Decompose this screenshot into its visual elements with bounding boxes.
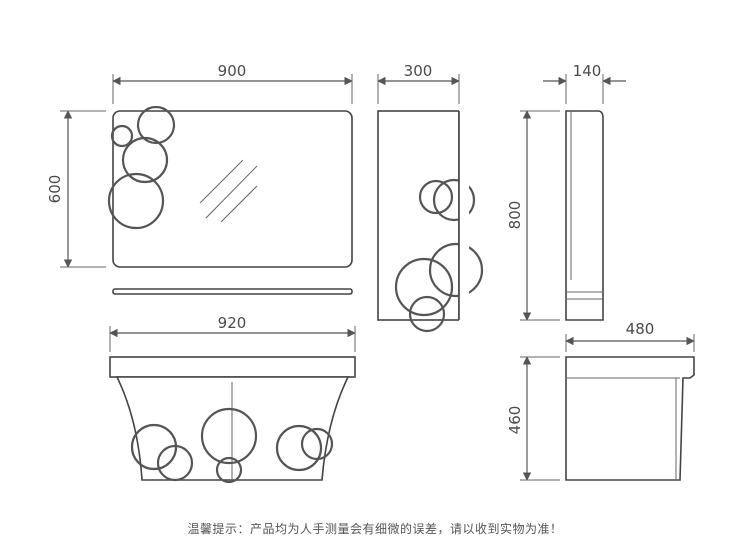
mirror-circle-decoration	[107, 172, 165, 230]
base-circle-decoration	[156, 444, 194, 482]
base-countertop	[109, 356, 356, 378]
mirror-circle-decoration	[110, 124, 134, 148]
cabinet-side-body	[565, 110, 604, 321]
cabinet-circle-decoration	[418, 179, 454, 215]
cabinet-circle-decoration	[432, 178, 476, 222]
mirror-front-view: 900 600	[46, 62, 353, 295]
cabinet-circle-decoration	[394, 257, 454, 317]
mirror-reflection-mark	[220, 185, 258, 223]
mirror-circle-decoration	[121, 136, 169, 184]
mirror-reflection-mark	[205, 165, 258, 219]
mirror-shelf	[112, 288, 353, 295]
mirror-circle-decoration	[136, 105, 176, 145]
base-circle-decoration	[200, 407, 258, 465]
cabinet-circle-decoration	[408, 295, 446, 333]
cabinet-clip-mask	[459, 100, 469, 330]
base-cabinet-side-view: 480 460	[506, 320, 695, 481]
cabinet-width-label: 300	[404, 62, 433, 80]
base-circle-decoration	[215, 456, 243, 484]
tall-cabinet-body	[377, 110, 460, 321]
base-height-label: 460	[506, 406, 524, 435]
mirror-height-label: 600	[46, 175, 64, 204]
tall-cabinet-front-view: 300	[377, 62, 484, 333]
cabinet-circle-decoration	[428, 242, 484, 298]
cabinet-depth-label: 140	[573, 62, 602, 80]
mirror-width-label: 900	[218, 62, 247, 80]
base-circle-decoration	[300, 427, 334, 461]
base-depth-label: 480	[626, 320, 655, 338]
base-cabinet-front-view: 920	[109, 314, 356, 484]
base-circle-decoration	[275, 424, 323, 472]
mirror-reflection-mark	[199, 159, 244, 204]
base-side-body	[565, 356, 695, 481]
tall-cabinet-side-view: 140 800	[506, 62, 626, 321]
base-width-label: 920	[218, 314, 247, 332]
cabinet-height-label: 800	[506, 201, 524, 230]
footer-note: 温馨提示：产品均为人手测量会有细微的误差，请以收到实物为准！	[187, 522, 563, 536]
mirror-panel	[112, 110, 353, 268]
